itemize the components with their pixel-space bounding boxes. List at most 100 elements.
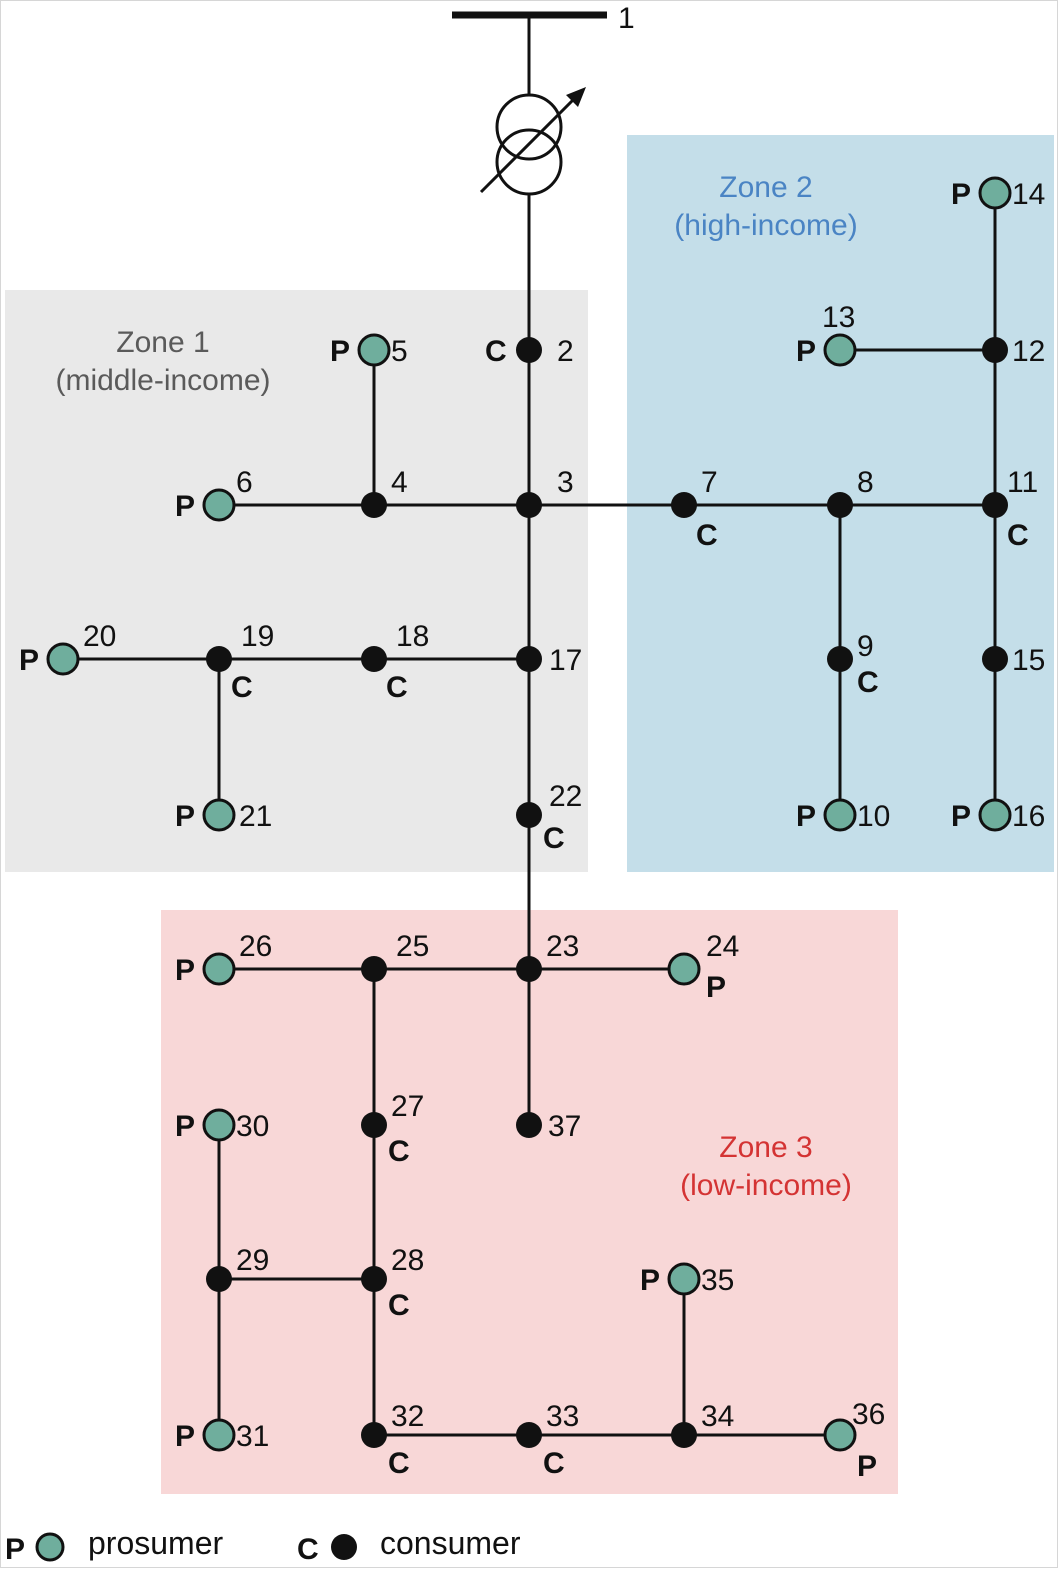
bus-type-21: P	[175, 800, 195, 833]
bus-35: 35 P	[640, 1262, 734, 1297]
bus-number-33: 33	[546, 1400, 579, 1433]
bus-number-34: 34	[701, 1400, 734, 1433]
bus-number-30: 30	[236, 1110, 269, 1143]
bus-19: 19C	[206, 620, 274, 704]
bus-37: 37	[516, 1110, 581, 1143]
consumer-node-9	[827, 646, 853, 672]
legend-consumer-label: consumer	[380, 1525, 521, 1561]
prosumer-node-6	[202, 488, 236, 522]
junction-node-25	[361, 956, 387, 982]
bus-number-7: 7	[701, 466, 718, 499]
bus-number-17: 17	[549, 644, 582, 677]
bus-type-18: C	[386, 671, 408, 704]
bus-number-10: 10	[857, 800, 890, 833]
bus-number-16: 16	[1012, 800, 1045, 833]
prosumer-node-20	[46, 642, 80, 676]
bus-12: 12	[982, 335, 1045, 368]
bus-number-6: 6	[236, 466, 253, 499]
bus-28: 28C	[361, 1244, 424, 1322]
zone-1-title: Zone 1	[116, 326, 209, 359]
bus-type-7: C	[696, 519, 718, 552]
bus-number-8: 8	[857, 466, 874, 499]
bus-number-20: 20	[83, 620, 116, 653]
bus-22: 22C	[516, 780, 582, 855]
bus-34: 34	[671, 1400, 734, 1448]
consumer-node-22	[516, 802, 542, 828]
consumer-node-19	[206, 646, 232, 672]
bus-type-32: C	[388, 1447, 410, 1480]
zone-2-title: Zone 2	[719, 171, 812, 204]
bus-number-28: 28	[391, 1244, 424, 1277]
zone-2-subtitle: (high-income)	[674, 209, 857, 242]
bus-type-27: C	[388, 1135, 410, 1168]
bus-number-31: 31	[236, 1420, 269, 1453]
bus-31: 31 P	[175, 1418, 269, 1453]
zone-1-area	[5, 290, 588, 872]
bus-type-28: C	[388, 1289, 410, 1322]
bus-23: 23	[516, 930, 579, 982]
prosumer-node-21	[202, 798, 236, 832]
bus-33: 33C	[516, 1400, 579, 1480]
bus-type-2: C	[485, 335, 507, 368]
junction-node-12	[982, 337, 1008, 363]
consumer-node-11	[982, 492, 1008, 518]
bus-type-9: C	[857, 666, 879, 699]
bus-number-22: 22	[549, 780, 582, 813]
junction-node-3	[516, 492, 542, 518]
prosumer-node-35	[667, 1262, 701, 1296]
bus-number-32: 32	[391, 1400, 424, 1433]
prosumer-node-14	[978, 176, 1012, 210]
bus-number-24: 24	[706, 930, 739, 963]
consumer-node-18	[361, 646, 387, 672]
bus-number-35: 35	[701, 1264, 734, 1297]
prosumer-node-16	[978, 798, 1012, 832]
bus-type-36: P	[857, 1450, 877, 1483]
prosumer-node-36	[823, 1418, 857, 1452]
bus-number-21: 21	[239, 800, 272, 833]
bus-11: 11C	[982, 466, 1038, 552]
bus-25: 25	[361, 930, 429, 982]
bus-number-19: 19	[241, 620, 274, 653]
bus-6: 6P	[175, 466, 253, 523]
zone-3-title: Zone 3	[719, 1131, 812, 1164]
prosumer-node-30	[202, 1108, 236, 1142]
bus-type-26: P	[175, 954, 195, 987]
bus-2: 2C	[485, 335, 574, 368]
bus-18: 18C	[361, 620, 429, 704]
bus-number-23: 23	[546, 930, 579, 963]
zone-3-subtitle: (low-income)	[680, 1169, 852, 1202]
bus-type-31: P	[175, 1420, 195, 1453]
bus-type-24: P	[706, 971, 726, 1004]
junction-node-29	[206, 1266, 232, 1292]
bus-type-35: P	[640, 1264, 660, 1297]
bus-number-26: 26	[239, 930, 272, 963]
bus-type-33: C	[543, 1447, 565, 1480]
legend-consumer-icon	[331, 1534, 357, 1560]
bus-number-3: 3	[557, 466, 574, 499]
consumer-node-2	[516, 337, 542, 363]
bus-type-14: P	[951, 178, 971, 211]
bus-number-13: 13	[822, 301, 855, 334]
junction-node-17	[516, 646, 542, 672]
bus-number-25: 25	[396, 930, 429, 963]
bus-7: 7C	[671, 466, 718, 552]
consumer-node-27	[361, 1112, 387, 1138]
legend-prosumer-icon	[35, 1532, 65, 1562]
bus-type-5: P	[330, 335, 350, 368]
transformer-icon	[479, 87, 586, 196]
bus-32: 32C	[361, 1400, 424, 1480]
consumer-node-32	[361, 1422, 387, 1448]
slack-bus-label: 1	[618, 2, 635, 35]
bus-number-9: 9	[857, 630, 874, 663]
bus-number-15: 15	[1012, 644, 1045, 677]
bus-number-29: 29	[236, 1244, 269, 1277]
bus-number-18: 18	[396, 620, 429, 653]
prosumer-node-24	[667, 952, 701, 986]
bus-9: 9C	[827, 630, 879, 699]
junction-node-4	[361, 492, 387, 518]
bus-number-2: 2	[557, 335, 574, 368]
prosumer-node-31	[202, 1418, 236, 1452]
bus-3: 3	[516, 466, 574, 518]
junction-node-23	[516, 956, 542, 982]
